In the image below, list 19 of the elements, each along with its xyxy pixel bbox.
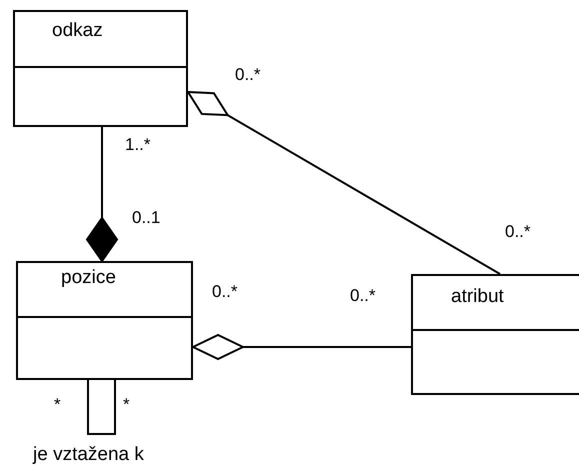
aggregation-line [192,334,411,360]
class-box [16,261,193,380]
edge-label: je vztažena k [33,444,144,466]
multiplicity-label: 0..1 [132,208,160,228]
multiplicity-label: 0..* [350,286,376,306]
composition-line [86,127,118,262]
multiplicity-label: 0..* [212,282,238,302]
multiplicity-label: * [123,395,130,415]
class-name: pozice [61,267,116,289]
multiplicity-label: * [54,395,61,415]
class-box [13,10,188,127]
class-box [411,274,579,395]
class-name: odkaz [52,20,103,42]
class-name: atribut [451,286,504,308]
aggregation-line [187,91,500,275]
multiplicity-label: 0..* [235,65,261,85]
multiplicity-label: 1..* [125,135,151,155]
multiplicity-label: 0..* [505,222,531,242]
association-line [87,380,116,435]
